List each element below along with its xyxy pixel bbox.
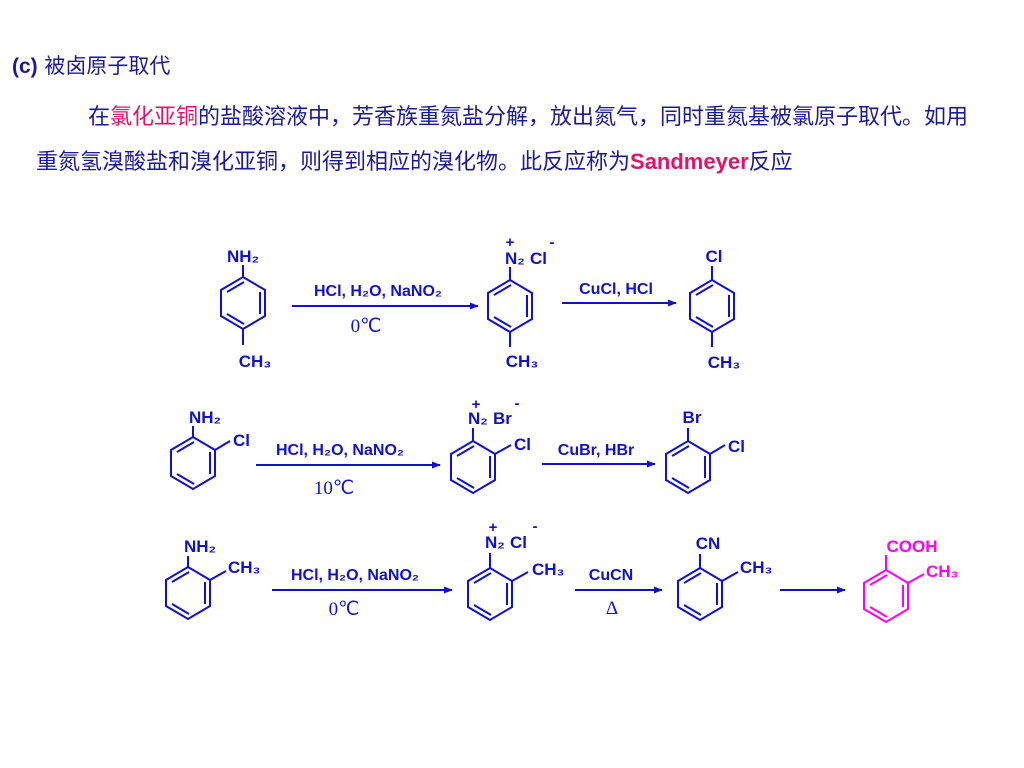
r2-reagent1: HCl, H₂O, NaNO₂ <box>276 442 404 459</box>
r2-product-top-label: Br <box>683 408 702 427</box>
r1-diazo-anion: Cl <box>530 249 547 268</box>
r1-diazonium-ring <box>487 267 533 347</box>
section-tag: (c) <box>12 55 38 78</box>
r1-product-ring <box>689 266 735 347</box>
r3-final-top-label: COOH <box>887 537 938 556</box>
r3-product-ortho-label: CH₃ <box>740 558 772 577</box>
r3-reagent2: CuCN <box>589 567 633 584</box>
r2-start-top-label: NH₂ <box>189 408 221 427</box>
r2-diazonium-ring <box>450 428 512 495</box>
r2-diazo-cation: N₂ <box>468 409 488 428</box>
r3-start-ortho-label: CH₃ <box>228 558 260 577</box>
reaction-2: NH₂ Cl HCl, H₂O, NaNO₂ 10℃ + N₂ Br - Cl … <box>170 395 745 499</box>
r1-diazo-plus: + <box>506 234 515 251</box>
r1-reagent1: HCl, H₂O, NaNO₂ <box>314 283 442 300</box>
r2-start-ortho-label: Cl <box>233 431 250 450</box>
r3-temperature: 0℃ <box>329 599 360 620</box>
para-highlight-cucl: 氯化亚铜 <box>110 105 199 130</box>
r1-product-para-label: CH₃ <box>708 353 740 372</box>
r3-condition2: Δ <box>606 598 618 619</box>
r3-final-ring <box>863 555 925 624</box>
section-title: 被卤原子取代 <box>44 54 171 78</box>
section-heading: (c) 被卤原子取代 <box>12 50 170 80</box>
r1-diazo-cation: N₂ <box>505 249 525 268</box>
r3-final-ortho-label: CH₃ <box>926 562 958 581</box>
r2-diazo-ortho-label: Cl <box>514 435 531 454</box>
reaction-3: NH₂ CH₃ HCl, H₂O, NaNO₂ 0℃ + N₂ Cl - CH₃… <box>165 518 958 624</box>
r2-product-ortho-label: Cl <box>728 437 745 456</box>
r2-diazo-plus: + <box>472 396 481 413</box>
r1-start-top-label: NH₂ <box>227 247 259 266</box>
r3-start-top-label: NH₂ <box>184 537 216 556</box>
r2-product-ring <box>665 428 726 495</box>
r3-diazo-minus: - <box>533 518 538 535</box>
r1-start-para-label: CH₃ <box>239 352 271 371</box>
para-highlight-sandmeyer: Sandmeyer <box>630 149 749 174</box>
reaction-1: NH₂ CH₃ HCl, H₂O, NaNO₂ 0℃ + N₂ Cl - CH₃… <box>220 234 740 372</box>
r3-diazo-cation: N₂ <box>485 533 505 552</box>
r1-reagent2: CuCl, HCl <box>579 281 653 298</box>
intro-paragraph: 在氯化亚铜的盐酸溶液中，芳香族重氮盐分解，放出氮气，同时重氮基被氯原子取代。如用… <box>36 96 986 185</box>
r2-diazo-minus: - <box>515 395 520 412</box>
r1-diazo-para-label: CH₃ <box>506 352 538 371</box>
para-post: 反应 <box>748 150 793 175</box>
r1-temperature: 0℃ <box>351 316 382 337</box>
r3-reagent1: HCl, H₂O, NaNO₂ <box>291 567 419 584</box>
r2-reagent2: CuBr, HBr <box>558 442 634 459</box>
r2-start-ring <box>170 426 231 491</box>
r2-temperature: 10℃ <box>314 478 354 499</box>
r3-diazo-anion: Cl <box>510 533 527 552</box>
para-body: 的盐酸溶液中，芳香族重氮盐分解，放出氮气，同时重氮基被氯原子取代。如用重氮氢溴酸… <box>36 105 969 175</box>
r3-diazo-ortho-label: CH₃ <box>532 560 564 579</box>
r3-diazo-plus: + <box>489 519 498 536</box>
r1-product-top-label: Cl <box>706 247 723 266</box>
r1-diazo-minus: - <box>550 234 555 251</box>
r3-start-ring <box>165 556 227 621</box>
r3-diazonium-ring <box>467 553 529 622</box>
r2-diazo-anion: Br <box>493 409 512 428</box>
r3-product-ring <box>677 554 739 622</box>
r3-product-top-label: CN <box>696 534 721 553</box>
r1-start-ring <box>220 265 266 345</box>
para-pre: 在 <box>88 105 111 130</box>
